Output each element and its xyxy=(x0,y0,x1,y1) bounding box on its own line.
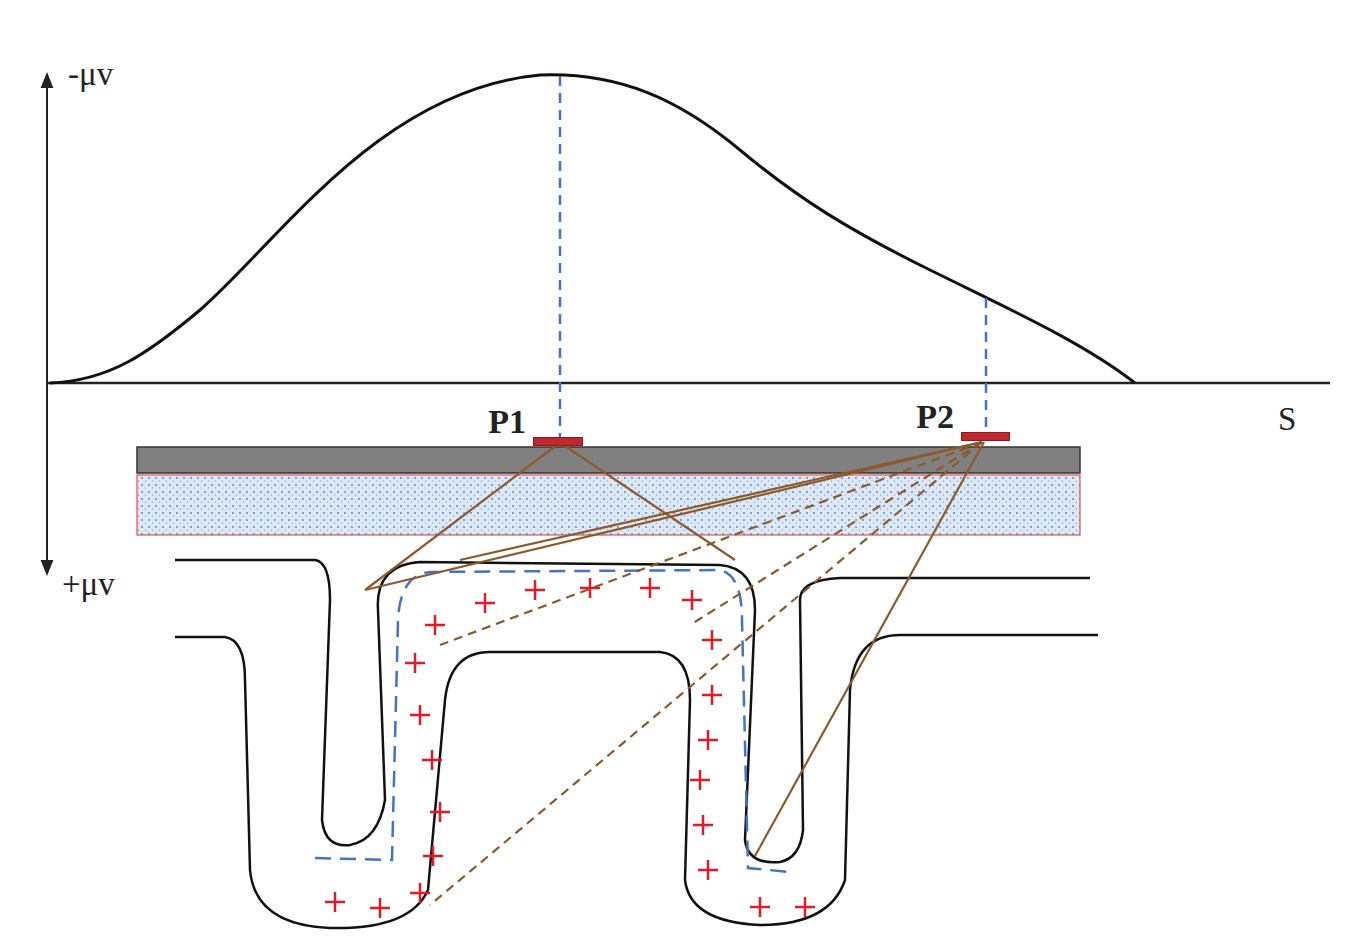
positive-charge xyxy=(698,860,718,880)
positive-charge xyxy=(430,802,450,822)
positive-charge xyxy=(405,653,425,673)
voltage-axis xyxy=(46,80,48,568)
positive-charge xyxy=(702,685,722,705)
positive-charge xyxy=(795,897,815,917)
positive-charge xyxy=(698,730,718,750)
positive-charge xyxy=(702,630,722,650)
positive-charge xyxy=(690,770,710,790)
cortex-surface xyxy=(175,560,1090,862)
projection-line xyxy=(559,76,562,437)
positive-charge xyxy=(682,590,702,610)
white-matter-boundary xyxy=(175,635,1098,928)
negative-charge-layer xyxy=(315,570,790,872)
positive-charge xyxy=(370,898,390,918)
positive-charge xyxy=(640,578,660,598)
positive-charge xyxy=(325,892,345,912)
positive-charge xyxy=(425,615,445,635)
electrode-label: P2 xyxy=(916,400,954,434)
positive-charge xyxy=(750,897,770,917)
positive-charge xyxy=(525,580,545,600)
electrode: P1 xyxy=(533,437,583,446)
positive-charges xyxy=(325,578,815,918)
positive-charge xyxy=(475,593,495,613)
electrode: P2 xyxy=(961,432,1010,441)
positive-charge xyxy=(422,750,442,770)
positive-charge xyxy=(580,578,600,598)
projection-line xyxy=(985,298,988,432)
axis-label: -μv xyxy=(68,58,113,91)
positive-charge xyxy=(423,846,443,866)
potential-curve xyxy=(50,75,1135,383)
electrode-label: P1 xyxy=(488,405,526,439)
positive-charge xyxy=(693,815,713,835)
conduction-lines xyxy=(365,442,984,905)
distance-axis xyxy=(47,382,1330,385)
axis-label: +μv xyxy=(62,568,115,601)
positive-charge xyxy=(410,883,430,903)
axis-label: S xyxy=(1278,403,1296,436)
positive-charge xyxy=(410,705,430,725)
